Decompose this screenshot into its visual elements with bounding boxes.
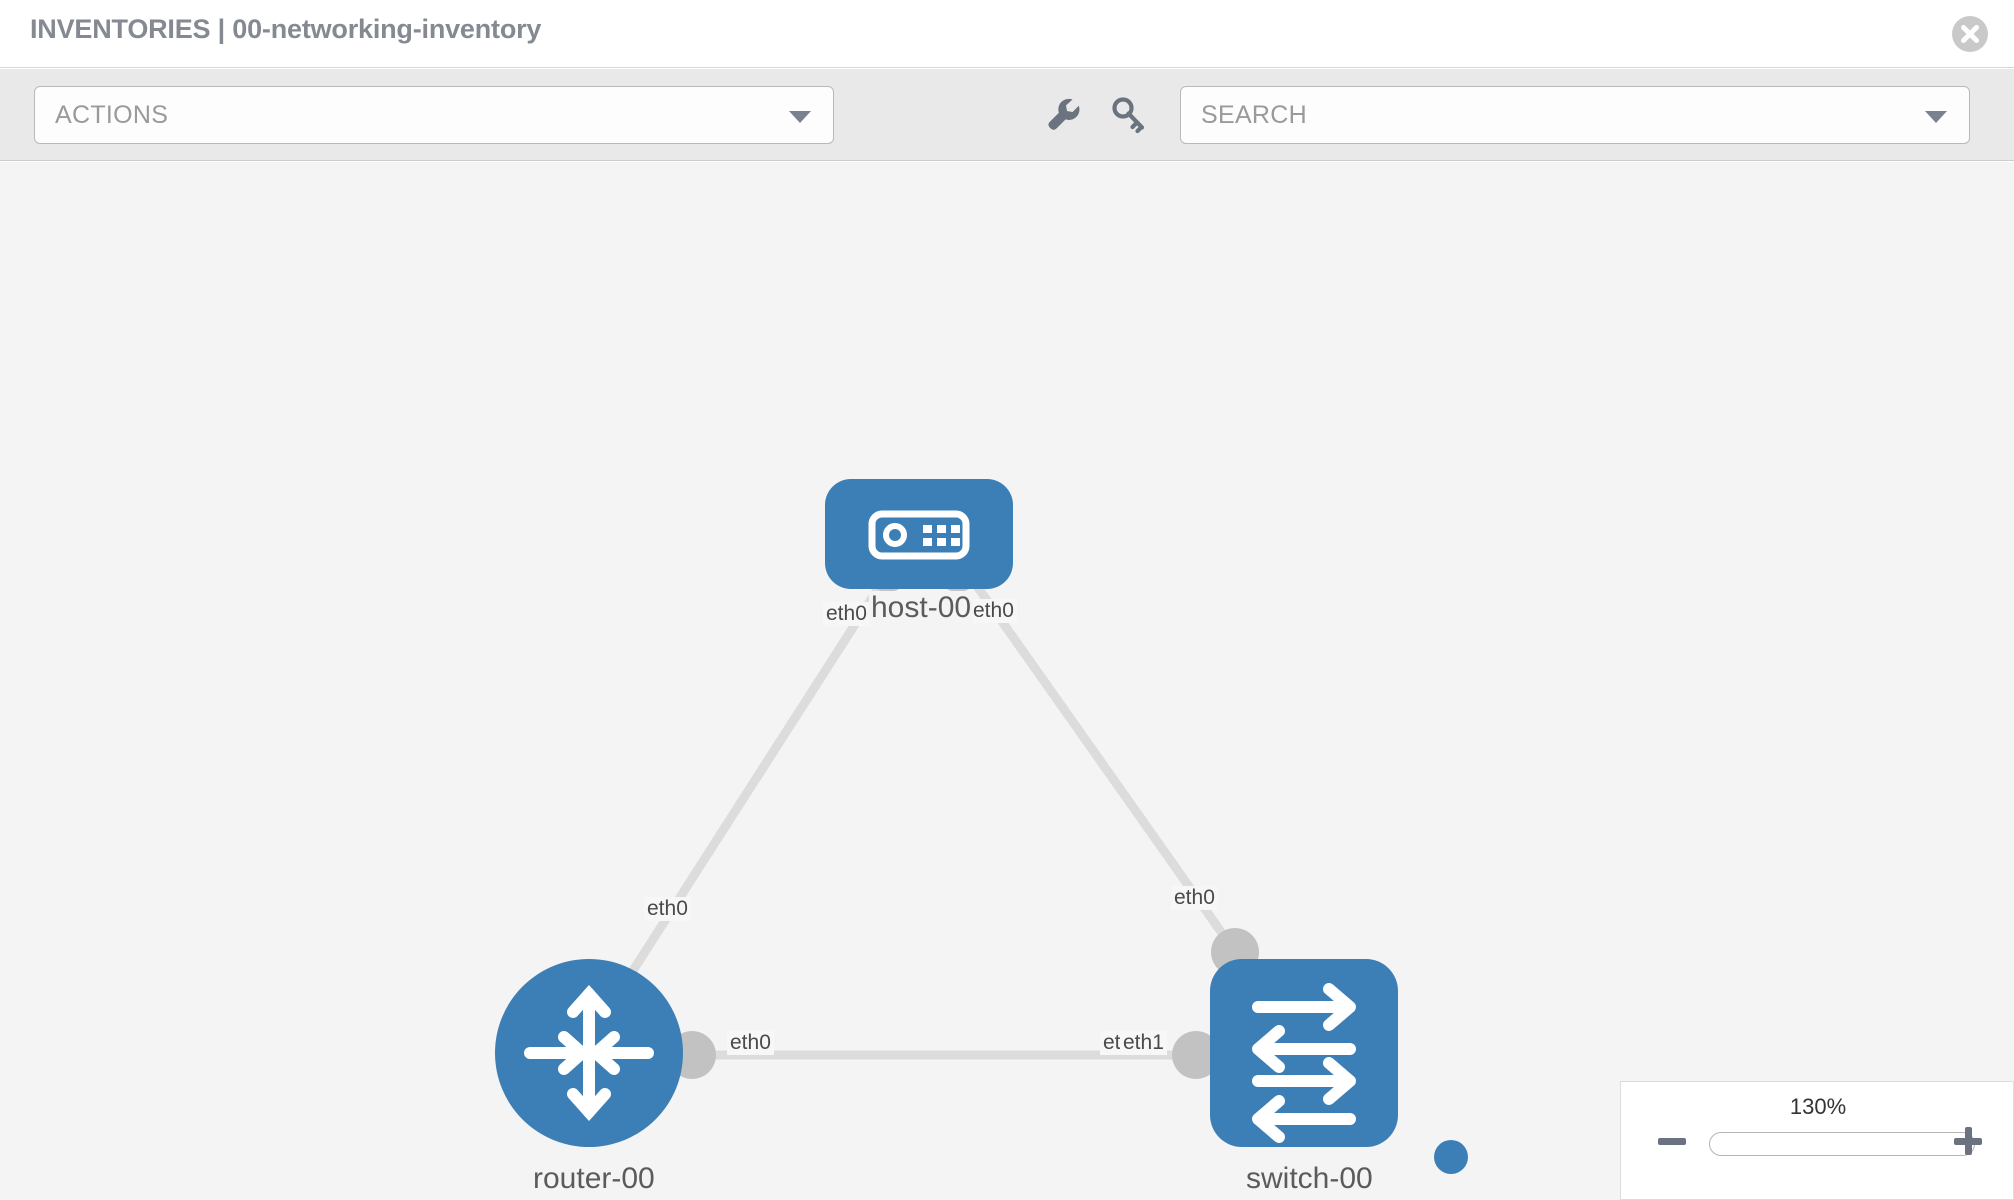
- chevron-down-icon: [789, 111, 811, 123]
- topology-canvas[interactable]: eth0 eth0 eth0 eth0 eth0 eth0 eth1 host-…: [0, 162, 2014, 1200]
- plus-icon[interactable]: [1951, 1124, 1985, 1158]
- node-host-00[interactable]: [825, 479, 1013, 589]
- server-icon: [868, 510, 970, 560]
- iface-label: eth0: [970, 599, 1017, 623]
- switch-arrows-icon: [1252, 983, 1356, 1143]
- close-icon[interactable]: [1952, 16, 1988, 52]
- minus-icon[interactable]: [1655, 1124, 1689, 1158]
- iface-label: eth0: [644, 897, 691, 921]
- connector-switch-left[interactable]: [1172, 1031, 1220, 1079]
- page-header: INVENTORIES | 00-networking-inventory: [0, 0, 2014, 68]
- search-placeholder: SEARCH: [1201, 101, 1307, 129]
- zoom-level-label: 130%: [1789, 1094, 1847, 1119]
- topology-edges: [596, 559, 1259, 1060]
- wrench-icon[interactable]: [1040, 92, 1086, 138]
- node-label-switch-00: switch-00: [1244, 1162, 1375, 1196]
- zoom-slider-track[interactable]: [1709, 1132, 1975, 1156]
- search-input[interactable]: SEARCH: [1180, 86, 1970, 144]
- actions-dropdown-label: ACTIONS: [55, 101, 169, 129]
- edge-host-switch[interactable]: [956, 559, 1259, 983]
- key-icon[interactable]: [1106, 92, 1152, 138]
- iface-label: eth0: [727, 1031, 774, 1055]
- actions-dropdown[interactable]: ACTIONS: [34, 86, 834, 144]
- iface-label: eth0: [1171, 886, 1218, 910]
- node-label-router-00: router-00: [531, 1162, 657, 1196]
- router-arrows-icon: [524, 984, 654, 1122]
- topology-graph: [495, 479, 1398, 1147]
- edge-host-router[interactable]: [596, 559, 899, 1025]
- node-router-00[interactable]: [495, 959, 683, 1147]
- zoom-control-panel: 130%: [1620, 1081, 2014, 1200]
- chevron-down-icon[interactable]: [1925, 111, 1947, 123]
- iface-label: eth0: [823, 602, 870, 626]
- node-switch-00[interactable]: [1210, 959, 1398, 1147]
- node-label-host-00: host-00: [869, 591, 974, 625]
- page-title: INVENTORIES | 00-networking-inventory: [30, 14, 542, 44]
- zoom-slider-thumb[interactable]: [1434, 1140, 1468, 1174]
- edge-connectors: [668, 548, 1259, 1079]
- iface-label: eth1: [1120, 1031, 1167, 1055]
